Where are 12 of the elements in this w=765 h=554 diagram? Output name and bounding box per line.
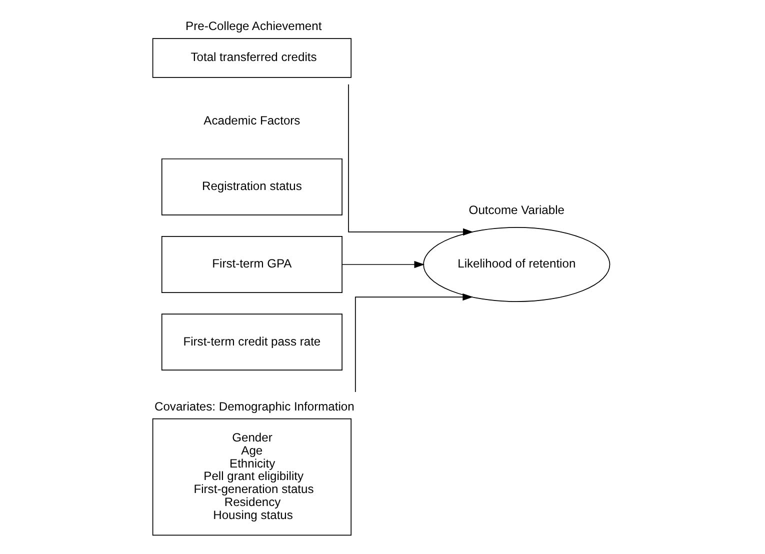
node-box: First-term credit pass rate [160,314,342,371]
arrow [354,293,473,392]
node-box: Registration status [160,158,342,216]
arrow [341,260,424,268]
node-label: Covariates: Demographic Information [154,399,354,414]
node-box: First-term GPA [160,236,342,293]
label: Academic Factors [203,114,300,128]
node-label: Outcome Variable [468,202,564,217]
node-box: Total transferred credits [152,38,352,78]
arrow [348,84,473,236]
node-box: Gender Age Ethnicity Pell grant eligibility First-generation status Residency Housing status [152,418,352,536]
node-label: Pre-College Achievement [185,19,322,34]
